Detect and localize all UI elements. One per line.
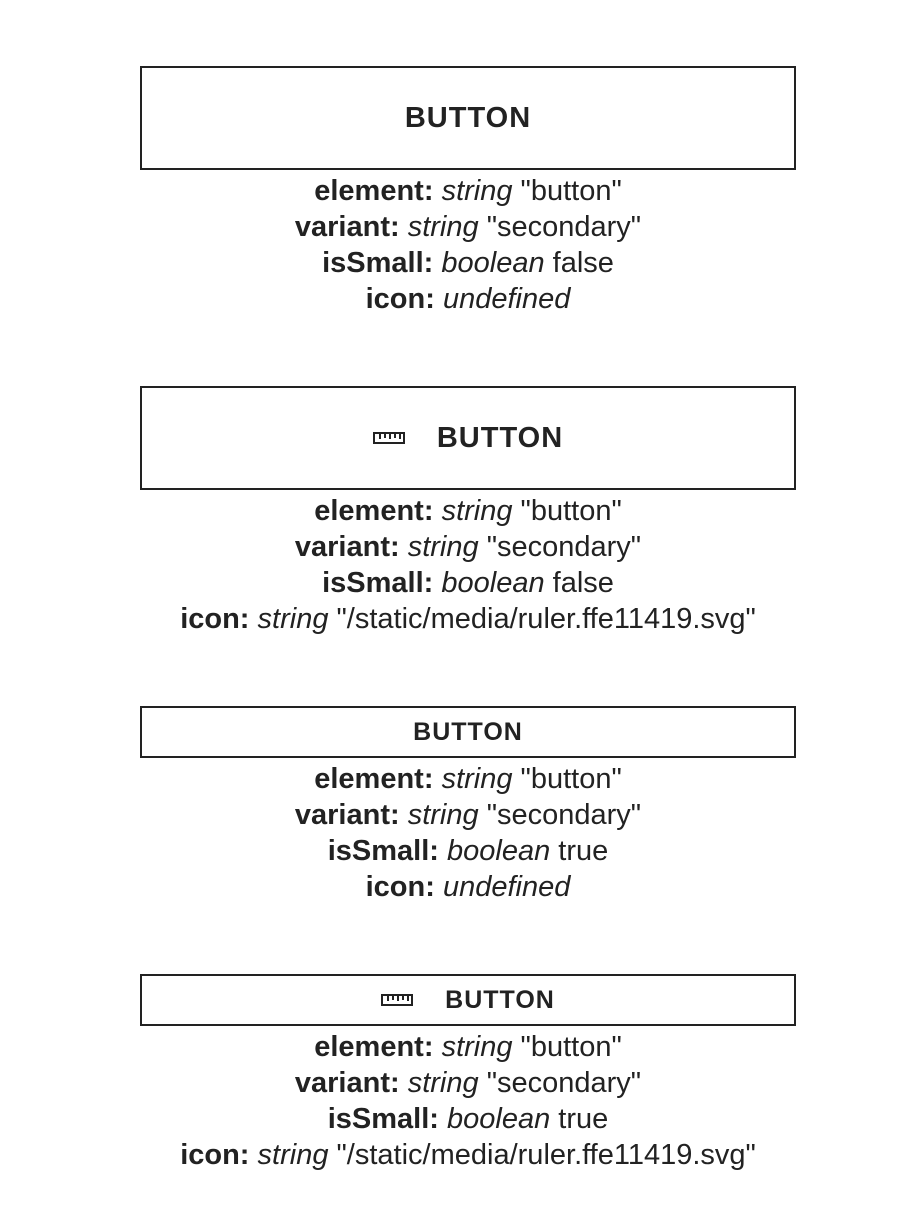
prop-value: true <box>558 835 609 867</box>
prop-row: element: string "button" <box>88 493 848 529</box>
prop-type: string <box>407 1067 479 1099</box>
prop-key: element: <box>314 495 434 527</box>
prop-type: string <box>407 211 479 243</box>
prop-row: isSmall: boolean true <box>88 1101 848 1137</box>
variant-small-with-icon: BUTTON element: string "button" variant:… <box>140 974 796 1173</box>
prop-type: string <box>257 1139 329 1171</box>
prop-row: variant: string "secondary" <box>88 529 848 565</box>
prop-key: element: <box>314 175 434 207</box>
prop-type: string <box>257 603 329 635</box>
prop-value: "/static/media/ruler.ffe11419.svg" <box>336 1139 756 1171</box>
prop-value: "button" <box>520 1031 622 1063</box>
prop-type: boolean <box>441 247 545 279</box>
prop-row: isSmall: boolean true <box>88 833 848 869</box>
prop-key: icon: <box>180 1139 250 1171</box>
variant-large-with-icon: BUTTON element: string "button" variant:… <box>140 386 796 637</box>
prop-type: boolean <box>447 835 551 867</box>
prop-value: "secondary" <box>486 799 642 831</box>
button-label: BUTTON <box>404 101 532 134</box>
props-list: element: string "button" variant: string… <box>88 761 848 905</box>
prop-row: variant: string "secondary" <box>88 209 848 245</box>
prop-type: string <box>441 495 513 527</box>
prop-row: element: string "button" <box>88 1029 848 1065</box>
prop-value: true <box>558 1103 609 1135</box>
props-list: element: string "button" variant: string… <box>88 1029 848 1173</box>
button-label: BUTTON <box>445 985 555 1014</box>
prop-value: "button" <box>520 495 622 527</box>
prop-type: undefined <box>442 283 571 315</box>
prop-row: icon: undefined <box>88 869 848 905</box>
prop-key: isSmall: <box>327 835 439 867</box>
prop-key: isSmall: <box>322 567 434 599</box>
props-list: element: string "button" variant: string… <box>88 493 848 637</box>
secondary-button[interactable]: BUTTON <box>140 66 796 170</box>
prop-row: icon: string "/static/media/ruler.ffe114… <box>88 601 848 637</box>
secondary-button-small[interactable]: BUTTON <box>140 706 796 758</box>
prop-key: isSmall: <box>322 247 434 279</box>
prop-value: "button" <box>520 175 622 207</box>
prop-key: element: <box>314 763 434 795</box>
prop-row: isSmall: boolean false <box>88 565 848 601</box>
prop-type: string <box>441 763 513 795</box>
prop-key: variant: <box>294 211 400 243</box>
button-label: BUTTON <box>413 717 523 746</box>
prop-row: icon: undefined <box>88 281 848 317</box>
button-label: BUTTON <box>436 421 564 454</box>
prop-key: variant: <box>294 1067 400 1099</box>
prop-key: element: <box>314 1031 434 1063</box>
prop-type: string <box>441 1031 513 1063</box>
prop-key: isSmall: <box>327 1103 439 1135</box>
prop-value: "secondary" <box>486 1067 642 1099</box>
prop-row: element: string "button" <box>88 173 848 209</box>
prop-value: "/static/media/ruler.ffe11419.svg" <box>336 603 756 635</box>
prop-row: element: string "button" <box>88 761 848 797</box>
prop-key: variant: <box>294 531 400 563</box>
props-list: element: string "button" variant: string… <box>88 173 848 317</box>
prop-value: "button" <box>520 763 622 795</box>
prop-row: variant: string "secondary" <box>88 797 848 833</box>
prop-value: false <box>552 567 614 599</box>
secondary-button[interactable]: BUTTON <box>140 386 796 490</box>
prop-value: "secondary" <box>486 211 642 243</box>
variant-small-no-icon: BUTTON element: string "button" variant:… <box>140 706 796 905</box>
prop-key: icon: <box>365 871 435 903</box>
prop-value: "secondary" <box>486 531 642 563</box>
variant-large-no-icon: BUTTON element: string "button" variant:… <box>140 66 796 317</box>
prop-type: string <box>407 799 479 831</box>
prop-type: undefined <box>442 871 571 903</box>
prop-row: icon: string "/static/media/ruler.ffe114… <box>88 1137 848 1173</box>
prop-row: isSmall: boolean false <box>88 245 848 281</box>
prop-type: boolean <box>447 1103 551 1135</box>
prop-row: variant: string "secondary" <box>88 1065 848 1101</box>
prop-key: icon: <box>180 603 250 635</box>
prop-type: string <box>441 175 513 207</box>
prop-key: variant: <box>294 799 400 831</box>
prop-value: false <box>552 247 614 279</box>
prop-type: string <box>407 531 479 563</box>
secondary-button-small[interactable]: BUTTON <box>140 974 796 1026</box>
prop-key: icon: <box>365 283 435 315</box>
ruler-icon <box>372 431 405 445</box>
ruler-icon <box>381 993 414 1007</box>
prop-type: boolean <box>441 567 545 599</box>
